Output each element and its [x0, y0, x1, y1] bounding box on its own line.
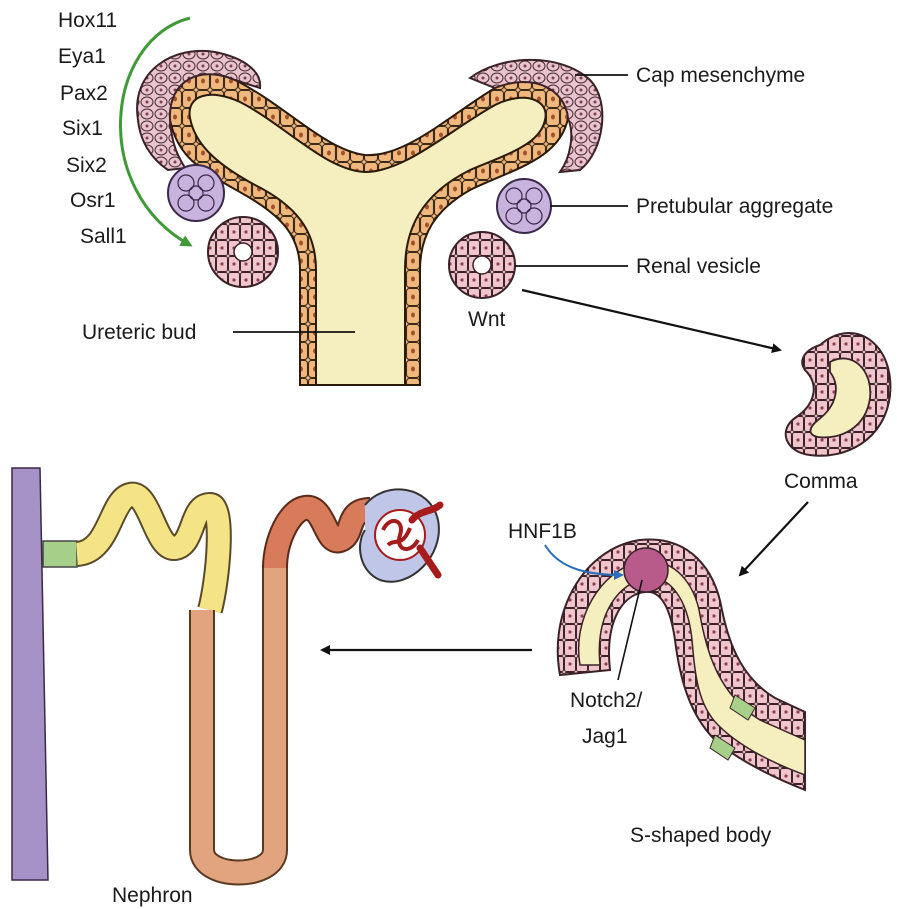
cap-mesenchyme-right — [467, 58, 604, 174]
gene-list: Hox11 Eya1 Pax2 Six1 Six2 Osr1 Sall1 — [58, 9, 127, 248]
hnf1b-label: HNF1B — [508, 520, 577, 543]
gene-progression-arrow — [119, 16, 193, 247]
comma-shaped-body — [784, 332, 892, 457]
gene-eya1: Eya1 — [58, 45, 106, 68]
renal-vesicle-right — [448, 231, 516, 299]
nephron-label: Nephron — [112, 884, 193, 907]
notch-leader — [617, 579, 643, 681]
hnf1b-cluster — [623, 547, 669, 593]
arrow-to-comma — [521, 288, 782, 354]
gene-pax2: Pax2 — [60, 82, 108, 105]
renal-vesicle-left — [207, 216, 279, 288]
nephron — [11, 467, 444, 886]
pretubular-aggregate-label: Pretubular aggregate — [636, 195, 833, 218]
renal-vesicle-label: Renal vesicle — [636, 255, 761, 278]
gene-six2: Six2 — [66, 154, 107, 177]
hnf1b-arrow — [544, 544, 624, 580]
ureteric-bud-label: Ureteric bud — [82, 321, 196, 344]
wnt-label: Wnt — [468, 308, 506, 331]
cap-mesenchyme-label: Cap mesenchyme — [636, 64, 805, 87]
gene-osr1: Osr1 — [70, 189, 116, 212]
ureteric-bud — [167, 72, 570, 386]
notch-label-line1: Notch2/ — [570, 689, 643, 712]
gene-sall1: Sall1 — [80, 225, 127, 248]
pretubular-aggregate-left — [167, 164, 225, 222]
comma-label: Comma — [784, 470, 858, 493]
s-shaped-body — [556, 538, 806, 792]
gene-hox11: Hox11 — [58, 9, 117, 32]
notch-label-line2: Jag1 — [582, 725, 628, 748]
pretubular-aggregate-right — [496, 178, 552, 234]
arrow-to-s-shaped-body — [738, 501, 809, 577]
cap-mesenchyme-left — [136, 49, 262, 172]
connecting-segment — [42, 540, 78, 568]
collecting-duct — [11, 467, 49, 881]
s-shaped-body-label: S-shaped body — [630, 824, 772, 847]
gene-six1: Six1 — [62, 117, 103, 140]
